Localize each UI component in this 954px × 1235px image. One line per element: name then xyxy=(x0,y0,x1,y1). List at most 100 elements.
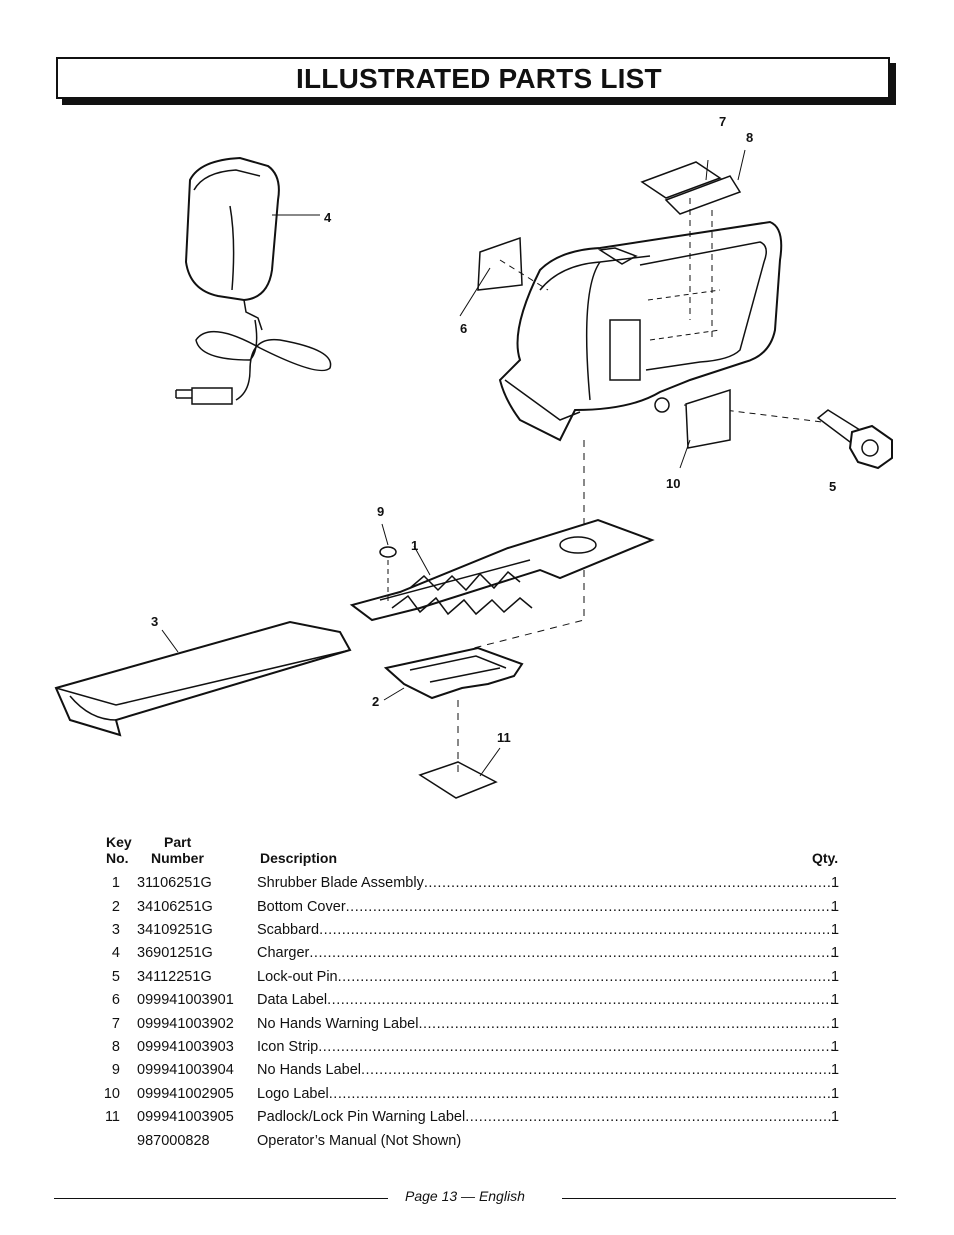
table-row: 987000828 Operator’s Manual (Not Shown) xyxy=(100,1130,845,1152)
table-row: 8 099941003903 Icon Strip 1 xyxy=(100,1036,845,1058)
callout-4: 4 xyxy=(324,210,332,225)
description: Charger xyxy=(257,945,310,961)
table-row: 7 099941003902 No Hands Warning Label 1 xyxy=(100,1013,845,1035)
leader-dots xyxy=(424,872,833,894)
table-row: 10 099941002905 Logo Label 1 xyxy=(100,1083,845,1105)
title-banner: ILLUSTRATED PARTS LIST xyxy=(56,57,890,99)
qty: 1 xyxy=(831,969,840,985)
callout-5: 5 xyxy=(829,479,836,494)
footer-rule-left xyxy=(54,1198,388,1199)
part-number: 099941002905 xyxy=(137,1086,234,1102)
leader-dots xyxy=(361,1059,833,1081)
page-title: ILLUSTRATED PARTS LIST xyxy=(296,63,662,94)
header-part-line2: Number xyxy=(151,850,204,866)
part-number: 987000828 xyxy=(137,1133,210,1149)
leader-dots xyxy=(338,966,833,988)
key-no: 7 xyxy=(111,1016,120,1032)
description: Lock-out Pin xyxy=(257,969,338,985)
key-no: 8 xyxy=(111,1039,120,1055)
description: Padlock/Lock Pin Warning Label xyxy=(257,1109,466,1125)
leader-dots xyxy=(329,1083,833,1105)
part-number: 099941003901 xyxy=(137,992,234,1008)
part-number: 099941003903 xyxy=(137,1039,234,1055)
warning-label-illustration xyxy=(640,161,722,199)
key-no: 5 xyxy=(111,969,120,985)
icon-strip-illustration xyxy=(664,175,742,215)
callout-9: 9 xyxy=(377,504,384,519)
key-no: 3 xyxy=(111,922,120,938)
bottom-cover-illustration xyxy=(383,646,524,700)
header-qty: Qty. xyxy=(812,850,839,866)
callout-1: 1 xyxy=(411,538,418,553)
callout-11: 11 xyxy=(497,730,511,745)
key-no: 6 xyxy=(111,992,120,1008)
table-row: 1 31106251G Shrubber Blade Assembly 1 xyxy=(100,872,845,894)
qty: 1 xyxy=(831,1039,840,1055)
key-no: 9 xyxy=(111,1062,120,1078)
description: Bottom Cover xyxy=(257,899,346,915)
description: Data Label xyxy=(257,992,328,1008)
description: Logo Label xyxy=(257,1086,329,1102)
table-row: 4 36901251G Charger 1 xyxy=(100,942,845,964)
data-label-illustration xyxy=(477,236,523,291)
table-row: 334109251GScabbard1 xyxy=(100,919,845,941)
leader-dots xyxy=(309,942,833,964)
header-description: Description xyxy=(260,850,338,866)
key-no: 10 xyxy=(103,1086,120,1102)
qty: 1 xyxy=(831,1109,840,1125)
leader-dots xyxy=(418,1013,833,1035)
leader-dots xyxy=(346,896,833,918)
header-key-line2: No. xyxy=(106,850,129,866)
callout-6: 6 xyxy=(460,321,467,336)
description: Icon Strip xyxy=(257,1039,319,1055)
qty: 1 xyxy=(831,899,840,915)
leader-dots xyxy=(318,1036,833,1058)
key-no: 2 xyxy=(111,899,120,915)
footer-rule-right xyxy=(562,1198,896,1199)
part-number: 34109251G xyxy=(137,922,213,938)
key-no: 11 xyxy=(104,1109,120,1125)
table-row: 2 34106251G Bottom Cover 1 xyxy=(100,896,845,918)
scabbard-illustration xyxy=(54,620,352,737)
part-number: 099941003902 xyxy=(137,1016,234,1032)
leader-dots xyxy=(319,919,833,941)
part-number: 099941003904 xyxy=(137,1062,234,1078)
callout-8: 8 xyxy=(746,130,753,145)
description: Scabbard xyxy=(257,922,320,938)
description: No Hands Label xyxy=(257,1062,361,1078)
blade-assembly-illustration xyxy=(349,518,655,622)
description: Operator’s Manual (Not Shown) xyxy=(257,1133,462,1149)
part-number: 34106251G xyxy=(137,899,213,915)
page-footer: Page 13 — English xyxy=(0,1186,954,1210)
header-part-line1: Part xyxy=(164,834,192,850)
part-number: 099941003905 xyxy=(137,1109,234,1125)
description: Shrubber Blade Assembly xyxy=(257,875,424,891)
leader-dots xyxy=(327,989,833,1011)
description: No Hands Warning Label xyxy=(257,1016,419,1032)
callout-7: 7 xyxy=(719,114,726,129)
part-number: 34112251G xyxy=(137,969,212,985)
callout-2: 2 xyxy=(372,694,379,709)
qty: 1 xyxy=(831,945,840,961)
key-no: 4 xyxy=(111,945,120,961)
table-row: 5 34112251G Lock-out Pin 1 xyxy=(100,966,845,988)
table-row: 9 099941003904 No Hands Label 1 xyxy=(100,1059,845,1081)
leader-dots xyxy=(465,1106,833,1128)
qty: 1 xyxy=(831,1086,840,1102)
lockout-pin-illustration xyxy=(816,409,893,470)
key-no: 1 xyxy=(111,875,120,891)
part-number: 31106251G xyxy=(137,875,212,891)
table-row: 11 099941003905 Padlock/Lock Pin Warning L… xyxy=(100,1106,845,1128)
callout-3: 3 xyxy=(151,614,158,629)
charger-illustration xyxy=(175,156,332,405)
padlock-warning-label-illustration xyxy=(418,761,498,799)
shrubber-body-illustration xyxy=(498,220,783,442)
no-hands-label-illustration xyxy=(379,546,397,558)
qty: 1 xyxy=(831,1062,840,1078)
qty: 1 xyxy=(831,1016,840,1032)
logo-label-illustration xyxy=(685,388,731,449)
footer-text: Page 13 — English xyxy=(405,1188,525,1204)
qty: 1 xyxy=(831,875,840,891)
part-number: 36901251G xyxy=(137,945,213,961)
